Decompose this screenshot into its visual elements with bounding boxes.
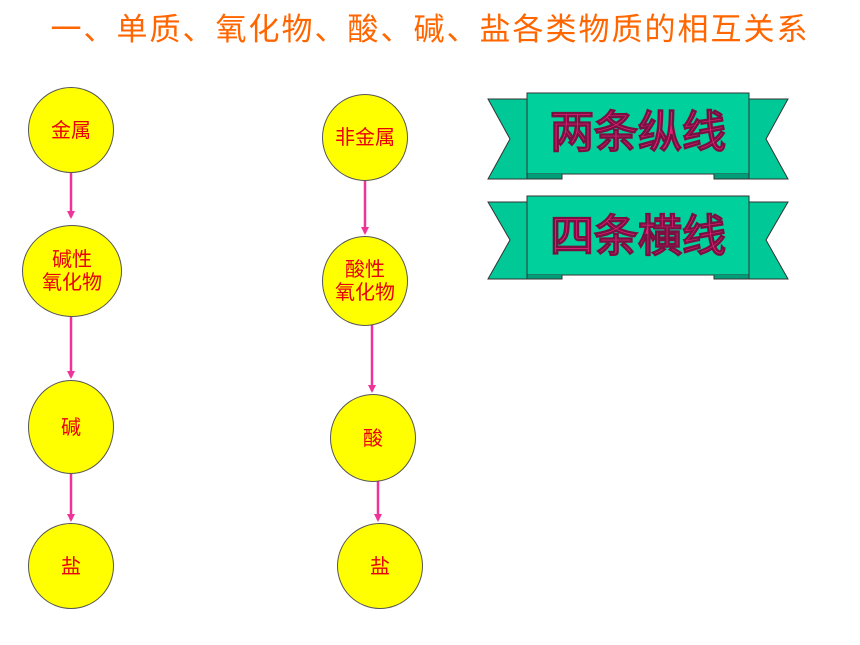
node-salt-right-label: 盐 <box>370 553 390 578</box>
node-acid: 酸 <box>330 394 416 482</box>
node-acid-label: 酸 <box>363 425 383 450</box>
ribbon-horizontal-lines: 四条横线 <box>487 195 789 280</box>
ribbon-vertical-lines-text: 两条纵线 <box>550 107 726 158</box>
node-salt-right: 盐 <box>337 523 423 609</box>
node-basic-oxide: 碱性 氧化物 <box>22 225 122 317</box>
ribbon-vertical-lines: 两条纵线 <box>487 92 789 180</box>
node-acidic-oxide-label-2: 氧化物 <box>335 280 395 304</box>
page-title: 一、单质、氧化物、酸、碱、盐各类物质的相互关系 <box>50 12 810 48</box>
ribbon-horizontal-lines-text: 四条横线 <box>550 211 726 262</box>
node-metal-label: 金属 <box>51 117 91 142</box>
node-nonmetal: 非金属 <box>322 94 408 181</box>
node-basic-oxide-label-1: 碱性 <box>52 247 92 271</box>
node-base-label: 碱 <box>61 414 81 439</box>
node-salt-left: 盐 <box>28 523 114 609</box>
node-nonmetal-label: 非金属 <box>335 125 395 149</box>
node-base: 碱 <box>28 380 114 474</box>
node-salt-left-label: 盐 <box>61 553 81 578</box>
node-acidic-oxide-label-1: 酸性 <box>345 257 385 281</box>
node-metal: 金属 <box>28 87 114 173</box>
node-acidic-oxide: 酸性 氧化物 <box>322 236 408 326</box>
node-basic-oxide-label-2: 氧化物 <box>42 270 102 294</box>
